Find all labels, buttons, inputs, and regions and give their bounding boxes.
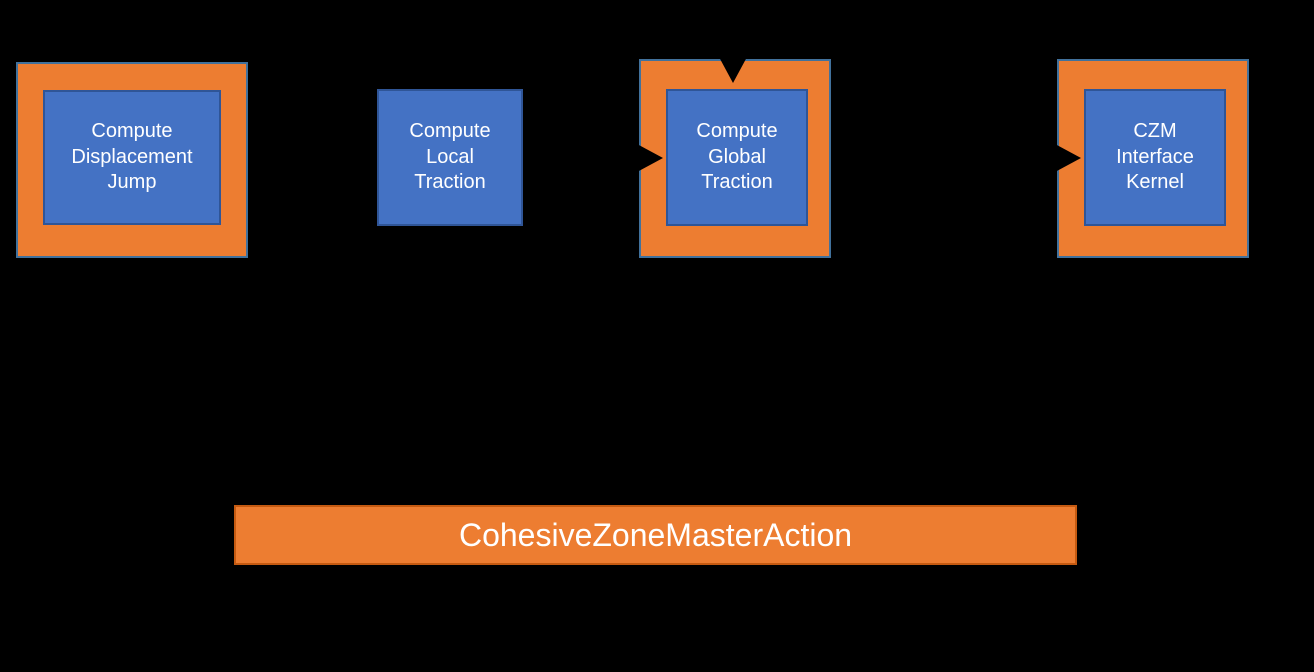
connector-global-traction-to-czm-kernel: [800, 155, 1072, 162]
connector-inflow-to-displacement-jump: [127, 0, 134, 100]
node-czm-interface-kernel[interactable]: CZM Interface Kernel: [1084, 89, 1226, 226]
node-compute-global-traction[interactable]: Compute Global Traction: [666, 89, 808, 226]
arrowhead-top-into-compute-global-traction: [719, 57, 747, 83]
connector-inflow-to-global-traction: [733, 0, 740, 70]
arrowhead-into-compute-global-traction: [637, 144, 663, 172]
connector-displacement-jump-to-local-traction: [214, 155, 454, 162]
cohesive-zone-master-action-bar[interactable]: CohesiveZoneMasterAction: [234, 505, 1077, 565]
arrowhead-into-czm-interface-kernel: [1055, 144, 1081, 172]
connector-local-traction-to-global-traction: [454, 155, 654, 162]
node-compute-displacement-jump[interactable]: Compute Displacement Jump: [43, 90, 221, 225]
node-compute-local-traction[interactable]: Compute Local Traction: [377, 89, 523, 226]
